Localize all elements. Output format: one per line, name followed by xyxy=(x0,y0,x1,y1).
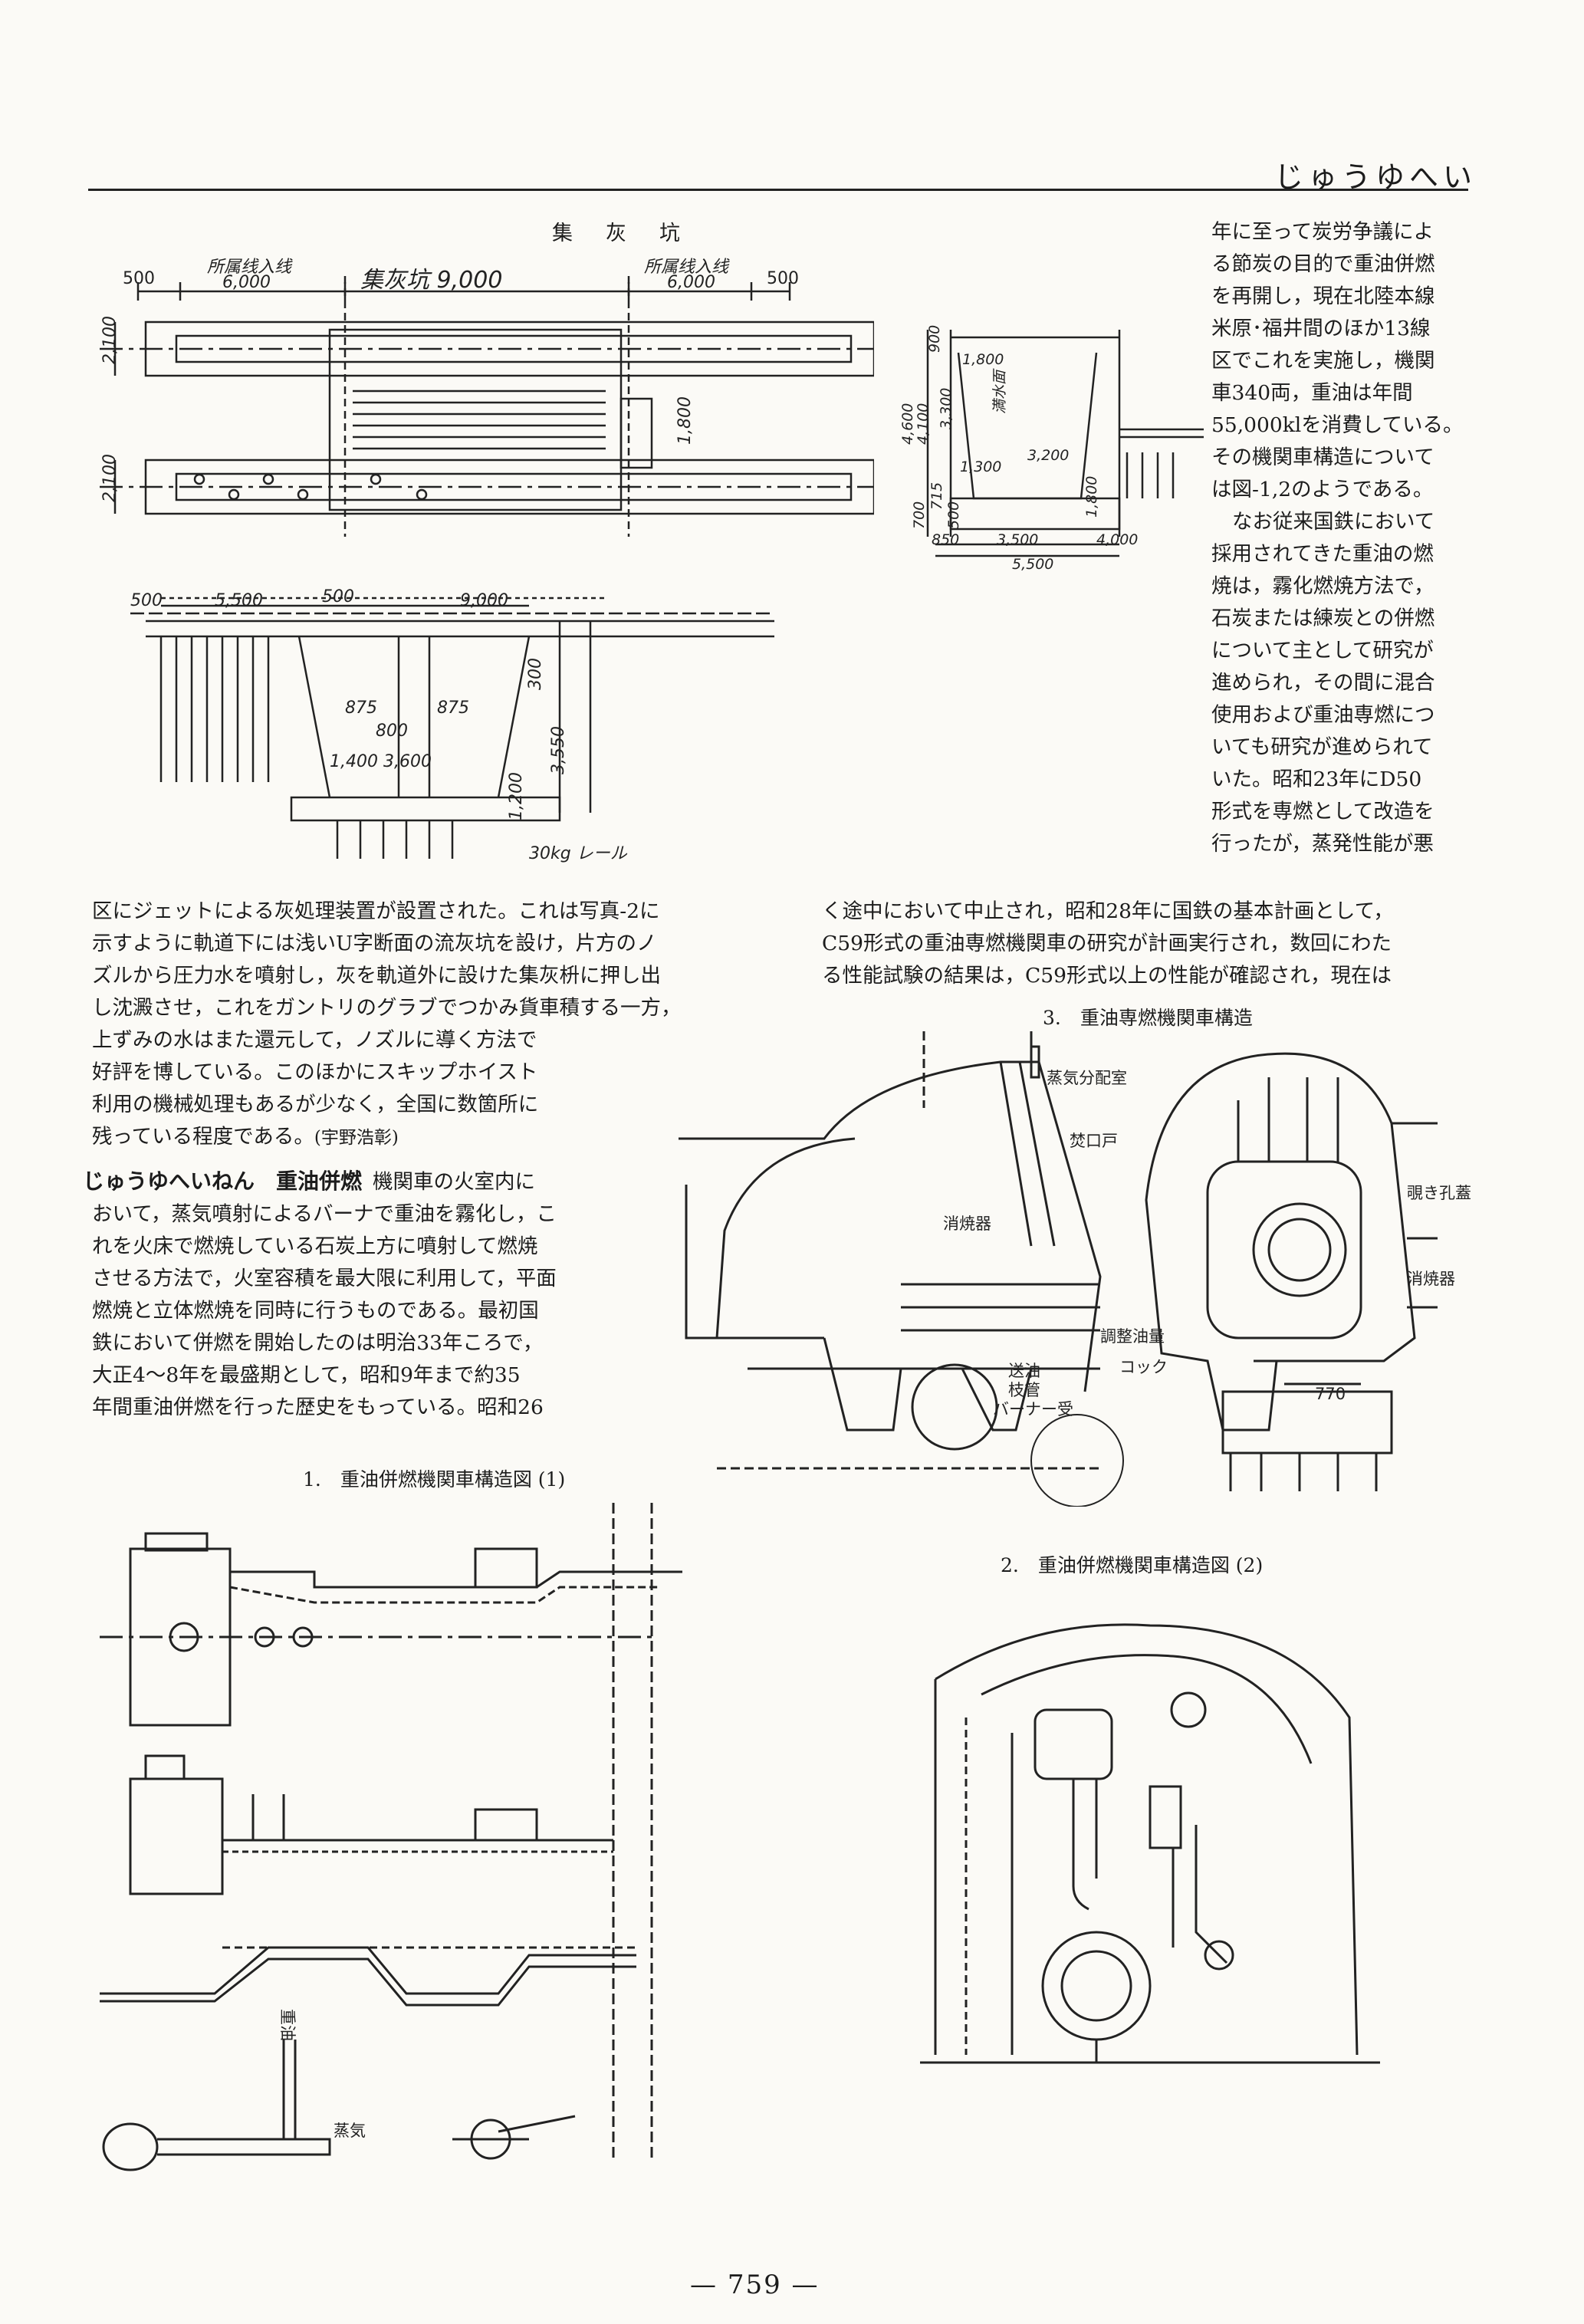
fig1-caption: 1. 重油併燃機関車構造図 (1) xyxy=(303,1468,566,1491)
fig3-label: 送油 xyxy=(1008,1362,1040,1380)
fig1-label: 重油 xyxy=(278,2009,297,2041)
dim-label: 500 xyxy=(130,591,163,610)
dim-label: 30kg レール xyxy=(529,844,628,863)
dim-label: 4,100 xyxy=(915,403,932,445)
author-credit: (宇野浩彰) xyxy=(314,1128,399,1148)
dim-label: 500 xyxy=(322,587,354,606)
fig3-label: 蒸気分配室 xyxy=(1047,1069,1127,1087)
dim-label: 1,400 xyxy=(330,752,378,771)
dim-label: 715 xyxy=(928,482,945,510)
entry-kanji: 重油併燃 xyxy=(276,1169,363,1194)
fig1-label: 蒸気 xyxy=(334,2122,366,2140)
dim-label: 3,550 xyxy=(549,726,568,774)
body-right-top: 年に至って炭労争議によ る節炭の目的で重油併燃 を再開し，現在北陸本線 米原･福… xyxy=(1211,220,1464,856)
dim-label: 875 xyxy=(345,699,377,718)
fig3-label: 調整油量 xyxy=(1100,1327,1165,1346)
dim-label: 500 xyxy=(945,501,962,529)
fig2-caption: 2. 重油併燃機関車構造図 (2) xyxy=(1001,1554,1264,1576)
fig2-drawing xyxy=(920,1623,1380,2064)
fig3-label: コック xyxy=(1119,1358,1168,1376)
dim-label: 5,500 xyxy=(215,591,263,610)
dim-label: 9,000 xyxy=(460,591,508,610)
dim-label: 900 xyxy=(926,325,943,353)
dim-label: 所属线入线 xyxy=(207,258,293,277)
body-left-top: 区にジェットによる灰処理装置が設置された。これは写真-2に 示すように軌道下には… xyxy=(92,899,682,1149)
dim-label: 6,000 xyxy=(667,273,715,292)
dim-label: 3,300 xyxy=(938,388,955,429)
fig3-label: 消焼器 xyxy=(1407,1270,1455,1288)
dim-label: 6,000 xyxy=(222,273,271,292)
dim-label: 1,800 xyxy=(1083,476,1100,518)
ash-pit-plan-drawing: 500 所属线入线 6,000 集灰坑 9,000 所属线入线 6,000 50… xyxy=(100,258,874,863)
fig3-label: バーナー受 xyxy=(993,1400,1073,1418)
fig3-drawing: 蒸気分配室 焚口戸 消焼器 覗き孔蓋 消焼器 調整油量 コック 送油 枝管 バー… xyxy=(679,1031,1471,1507)
dim-label: 850 xyxy=(932,531,959,548)
dim-label: 1,200 xyxy=(507,772,526,820)
dim-label: 500 xyxy=(767,269,799,288)
dim-label: 2,100 xyxy=(100,316,120,364)
body-right-cont: く途中において中止され，昭和28年に国鉄の基本計画として， C59形式の重油専燃… xyxy=(822,899,1394,988)
dim-label: 3,500 xyxy=(997,531,1038,548)
ash-pit-caption: 集 灰 坑 xyxy=(552,222,686,245)
dim-label: 所属线入线 xyxy=(644,258,730,277)
dim-label: 300 xyxy=(526,658,545,690)
pit-label: 集灰坑 9,000 xyxy=(360,267,502,294)
dim-label: 2,100 xyxy=(100,454,120,502)
dim-label: 1,800 xyxy=(962,351,1004,368)
fig3-label: 770 xyxy=(1315,1385,1346,1403)
running-head: じゅうゆへい xyxy=(1273,160,1477,194)
fig3-caption: 3. 重油専燃機関車構造 xyxy=(1043,1007,1253,1029)
dim-label: 500 xyxy=(123,269,155,288)
fig3-label: 消焼器 xyxy=(943,1215,991,1233)
dim-label: 満水面 xyxy=(991,368,1008,414)
fig1-drawing: 重油 蒸気 xyxy=(100,1503,682,2171)
header-rule xyxy=(88,189,1468,191)
dim-label: 800 xyxy=(376,722,408,741)
page-number: — 759 — xyxy=(690,2270,820,2300)
dim-label: 700 xyxy=(911,501,928,529)
dim-label: 1,300 xyxy=(960,459,1001,475)
ash-pit-section-drawing: 900 1,800 4,600 4,100 3,300 満水面 3,200 1,… xyxy=(899,325,1204,573)
dim-label: 4,000 xyxy=(1096,531,1138,548)
dim-label: 3,600 xyxy=(383,752,432,771)
fig3-label: 覗き孔蓋 xyxy=(1407,1184,1471,1202)
dim-label: 5,500 xyxy=(1012,556,1053,573)
dim-label: 875 xyxy=(437,699,469,718)
dim-label: 3,200 xyxy=(1027,447,1069,464)
fig3-label: 焚口戸 xyxy=(1070,1132,1118,1150)
fig3-label: 枝管 xyxy=(1008,1381,1040,1399)
dim-label: 1,800 xyxy=(675,396,695,445)
dim-label: 4,600 xyxy=(899,403,916,445)
entry-headword: じゅうゆへいねん xyxy=(83,1169,255,1194)
dictionary-entry: じゅうゆへいねん重油併燃機関車の火室内に おいて，蒸気噴射によるバーナで重油を霧… xyxy=(83,1169,557,1419)
